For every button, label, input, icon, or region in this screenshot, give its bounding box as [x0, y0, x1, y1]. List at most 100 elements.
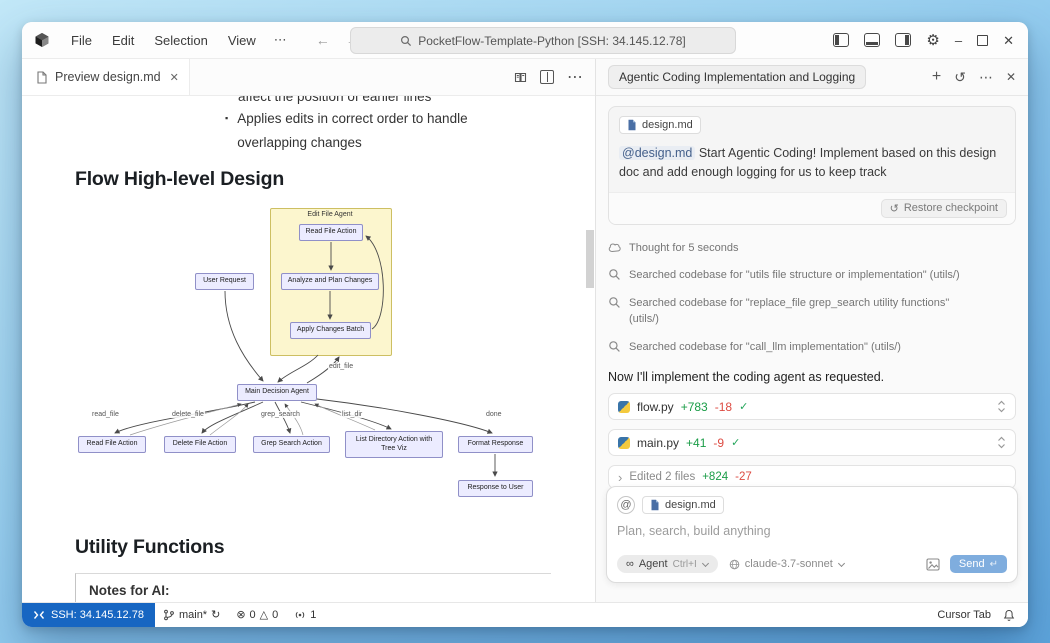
node-response-to-user: Response to User — [458, 480, 533, 497]
flow-diagram: Edit File Agent — [75, 208, 560, 504]
menu-edit[interactable]: Edit — [103, 30, 143, 51]
search-icon — [608, 340, 621, 353]
search-row[interactable]: Searched codebase for "replace_file grep… — [608, 295, 1016, 328]
restore-label: Restore checkpoint — [904, 202, 998, 214]
tab-close-icon[interactable]: ✕ — [170, 71, 179, 84]
settings-gear-icon[interactable]: ⚙ — [926, 33, 939, 48]
agent-mode-selector[interactable]: ∞ Agent Ctrl+I — [617, 555, 718, 573]
broadcast-icon — [294, 609, 306, 621]
toggle-sidebar-left-icon[interactable] — [833, 33, 849, 47]
chat-more-icon[interactable]: ⋯ — [979, 70, 993, 84]
git-branch-indicator[interactable]: main* ↻ — [155, 609, 228, 621]
editor-tab-bar: Preview design.md ✕ ⋯ — [22, 59, 595, 96]
problems-indicator[interactable]: ⊗ 0 △ 0 — [228, 609, 286, 621]
composer-context-chip[interactable]: design.md — [642, 496, 724, 514]
send-button[interactable]: Send ↵ — [950, 555, 1007, 573]
tab-preview-design-md[interactable]: Preview design.md ✕ — [22, 59, 190, 95]
image-attach-icon[interactable] — [926, 558, 940, 571]
markdown-file-icon — [36, 71, 48, 84]
enter-key-icon: ↵ — [990, 559, 998, 570]
chip-label: design.md — [642, 119, 693, 131]
back-icon[interactable]: ← — [316, 32, 330, 48]
warnings-count: 0 — [272, 609, 278, 621]
editor-more-actions-icon[interactable]: ⋯ — [567, 67, 583, 87]
python-file-icon — [618, 437, 630, 449]
menu-file[interactable]: File — [62, 30, 101, 51]
file-name: flow.py — [637, 400, 674, 414]
total-removed: -27 — [735, 471, 752, 483]
edge-label-read-file: read_file — [91, 411, 120, 418]
file-change-card-main[interactable]: main.py +41 -9 ✓ — [608, 429, 1016, 456]
menu-bar: File Edit Selection View ⋯ — [62, 29, 294, 51]
chat-close-icon[interactable]: ✕ — [1006, 71, 1016, 83]
menu-view[interactable]: View — [219, 30, 265, 51]
search-row[interactable]: Searched codebase for "utils file struct… — [608, 267, 1016, 284]
file-change-card-flow[interactable]: flow.py +783 -18 ✓ — [608, 393, 1016, 420]
context-chip-design-md[interactable]: design.md — [619, 116, 701, 134]
edge-label-grep-search: grep_search — [260, 411, 301, 418]
editor-actions: ⋯ — [514, 67, 595, 87]
ports-indicator[interactable]: 1 — [286, 609, 324, 621]
remote-ssh-indicator[interactable]: SSH: 34.145.12.78 — [22, 603, 155, 627]
file-mention[interactable]: @design.md — [619, 146, 695, 160]
command-center-search[interactable]: PocketFlow-Template-Python [SSH: 34.145.… — [350, 27, 736, 54]
add-context-button[interactable]: @ — [617, 496, 635, 514]
model-icon — [729, 559, 740, 570]
applied-check-icon: ✓ — [731, 436, 740, 449]
search-row[interactable]: Searched codebase for "call_llm implemen… — [608, 339, 1016, 356]
node-main-decision: Main Decision Agent — [237, 384, 317, 401]
expand-icon[interactable] — [997, 436, 1006, 449]
node-list-directory: List Directory Action with Tree Viz — [345, 431, 443, 458]
chat-pane: Agentic Coding Implementation and Loggin… — [596, 59, 1028, 602]
restore-checkpoint-button[interactable]: ↺ Restore checkpoint — [881, 199, 1007, 218]
split-editor-icon[interactable] — [540, 70, 554, 84]
git-branch-icon — [163, 609, 175, 621]
chat-history-icon[interactable]: ↺ — [954, 70, 966, 84]
editor-scrollbar[interactable] — [586, 230, 594, 288]
chevron-down-icon — [702, 561, 709, 568]
chip-label: design.md — [665, 499, 716, 511]
lines-removed: -18 — [715, 400, 732, 414]
sync-icon[interactable]: ↻ — [211, 610, 220, 621]
edge-label-list-dir: list_dir — [341, 411, 363, 418]
thought-row[interactable]: Thought for 5 seconds — [608, 240, 1016, 257]
thought-icon — [608, 241, 621, 254]
file-name: main.py — [637, 436, 679, 450]
model-selector[interactable]: claude-3.7-sonnet — [729, 558, 845, 570]
notifications-bell-icon[interactable] — [1003, 609, 1015, 622]
titlebar-actions: ⚙ – ✕ — [833, 33, 1028, 48]
chevron-down-icon — [838, 561, 845, 568]
expand-icon[interactable] — [997, 400, 1006, 413]
close-window-button[interactable]: ✕ — [1003, 34, 1014, 47]
warnings-icon: △ — [260, 610, 268, 621]
agent-label: Agent — [639, 558, 668, 570]
title-bar: File Edit Selection View ⋯ ← → PocketFlo… — [22, 22, 1028, 59]
markdown-preview: affect the position of earlier lines ▪ A… — [22, 96, 595, 602]
total-added: +824 — [702, 471, 728, 483]
show-source-icon[interactable] — [514, 71, 527, 84]
thought-label: Thought for 5 seconds — [629, 240, 738, 257]
composer-actions: Send ↵ — [926, 555, 1007, 573]
app-window: File Edit Selection View ⋯ ← → PocketFlo… — [22, 22, 1028, 627]
remote-icon — [33, 610, 45, 620]
restore-window-button[interactable] — [977, 35, 988, 46]
node-user-request: User Request — [195, 273, 254, 290]
minimize-button[interactable]: – — [955, 34, 962, 47]
menu-overflow-icon[interactable]: ⋯ — [267, 29, 294, 51]
chat-composer[interactable]: @ design.md Plan, search, build anything… — [606, 486, 1018, 583]
new-chat-icon[interactable]: + — [932, 69, 941, 85]
infinity-icon: ∞ — [626, 558, 634, 570]
search-icon — [400, 35, 412, 47]
model-name: claude-3.7-sonnet — [745, 558, 833, 570]
node-grep-search: Grep Search Action — [253, 436, 330, 453]
menu-selection[interactable]: Selection — [145, 30, 216, 51]
toggle-panel-icon[interactable] — [864, 33, 880, 47]
context-row: @ design.md — [617, 496, 1007, 514]
edge-label-edit-file: edit_file — [328, 363, 354, 370]
toggle-sidebar-right-icon[interactable] — [895, 33, 911, 47]
composer-input[interactable]: Plan, search, build anything — [617, 524, 1007, 538]
cursor-tab-indicator[interactable]: Cursor Tab — [937, 609, 991, 621]
chat-tab[interactable]: Agentic Coding Implementation and Loggin… — [608, 65, 866, 89]
chevron-right-icon: › — [618, 470, 622, 485]
agent-shortcut: Ctrl+I — [673, 559, 697, 570]
